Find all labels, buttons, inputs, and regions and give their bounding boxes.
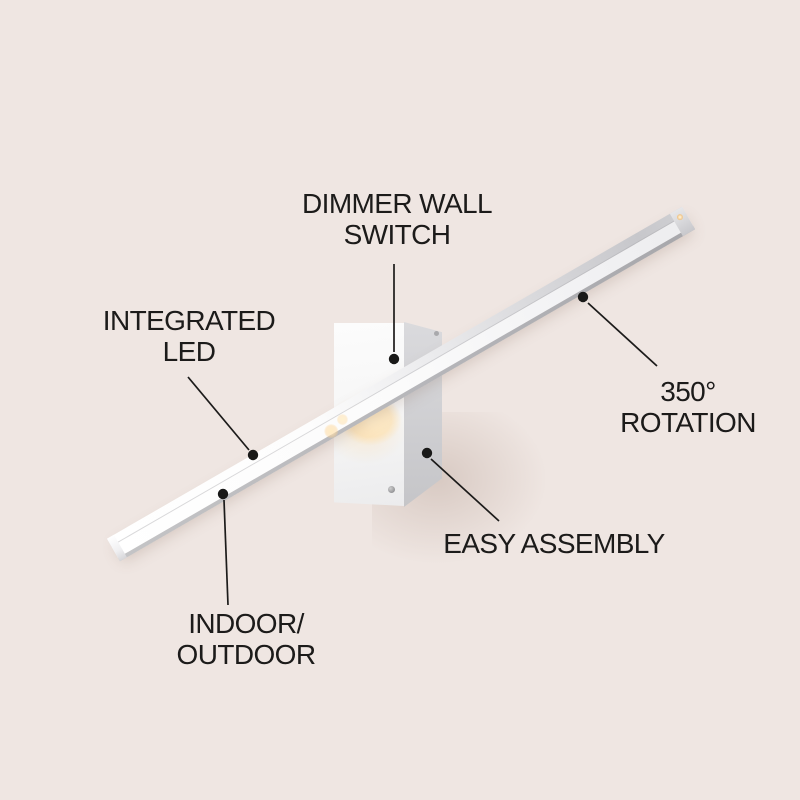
callout-line: OUTDOOR bbox=[176, 639, 317, 670]
callout-line: ROTATION bbox=[620, 407, 756, 438]
callout-line: 350° bbox=[660, 376, 716, 407]
leader-line-rotation-350 bbox=[587, 302, 658, 367]
callout-line: INDOOR/ bbox=[188, 608, 304, 639]
callout-dimmer-wall-switch: DIMMER WALL SWITCH bbox=[302, 188, 493, 250]
callout-integrated-led: INTEGRATED LED bbox=[102, 305, 276, 367]
callout-rotation-350: 350° ROTATION bbox=[620, 376, 756, 438]
callout-line: SWITCH bbox=[343, 219, 451, 250]
endcap-led-dot bbox=[675, 213, 685, 222]
mount-corner-screw bbox=[434, 331, 439, 336]
mount-screw bbox=[388, 486, 395, 493]
callout-easy-assembly: EASY ASSEMBLY bbox=[443, 528, 665, 559]
callout-line: INTEGRATED bbox=[102, 305, 276, 336]
callout-line: DIMMER WALL bbox=[302, 188, 493, 219]
callout-line: EASY ASSEMBLY bbox=[443, 528, 665, 559]
leader-line-indoor-outdoor bbox=[223, 499, 229, 606]
callout-line: LED bbox=[162, 336, 216, 367]
leader-line-integrated-led bbox=[187, 376, 250, 451]
callout-indoor-outdoor: INDOOR/ OUTDOOR bbox=[176, 608, 317, 670]
